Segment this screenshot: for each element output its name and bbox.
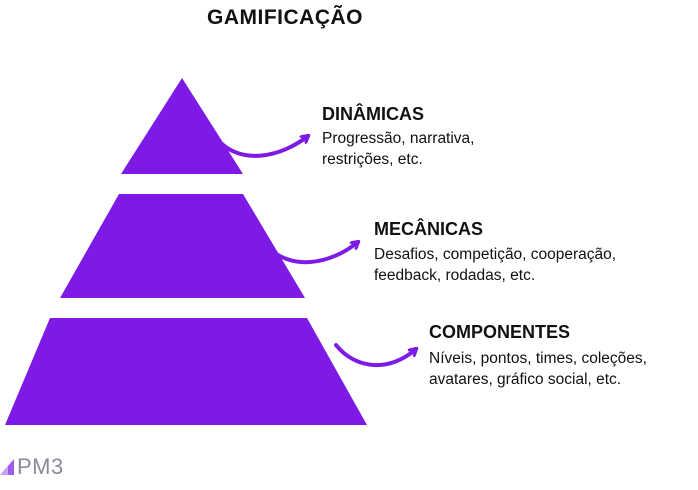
tier-description-line: restrições, etc. bbox=[322, 151, 423, 168]
tier-description-componentes: Níveis, pontos, times, coleções, avatare… bbox=[429, 348, 647, 390]
arrow-mecanicas bbox=[265, 242, 358, 265]
diagram-title: GAMIFICAÇÃO bbox=[207, 6, 363, 29]
tier-heading-dinamicas: DINÂMICAS bbox=[322, 104, 424, 124]
pyramid-tier-middle bbox=[60, 194, 305, 298]
tier-heading-mecanicas: MECÂNICAS bbox=[374, 219, 484, 239]
pm3-logo: PM3 bbox=[0, 452, 64, 482]
arrow-componentes bbox=[334, 343, 416, 368]
tier-heading-componentes: COMPONENTES bbox=[429, 322, 571, 342]
pyramid-tier-bottom bbox=[5, 318, 367, 425]
tier-description-line: feedback, rodadas, etc. bbox=[374, 267, 536, 284]
tier-description-line: Desafios, competição, cooperação, bbox=[374, 246, 617, 263]
tier-description-line: avatares, gráfico social, etc. bbox=[429, 371, 622, 388]
pyramid-tier-top bbox=[121, 78, 243, 174]
tier-description-line: Progressão, narrativa, bbox=[322, 130, 475, 147]
tier-description-mecanicas: Desafios, competição, cooperação, feedba… bbox=[374, 244, 616, 286]
logo-text: PM3 bbox=[17, 454, 64, 479]
tier-description-line: Níveis, pontos, times, coleções, bbox=[429, 350, 647, 367]
arrow-dinamicas bbox=[216, 136, 308, 158]
tier-description-dinamicas: Progressão, narrativa, restrições, etc. bbox=[322, 128, 475, 170]
pm3-logo-mark-icon bbox=[0, 459, 14, 475]
